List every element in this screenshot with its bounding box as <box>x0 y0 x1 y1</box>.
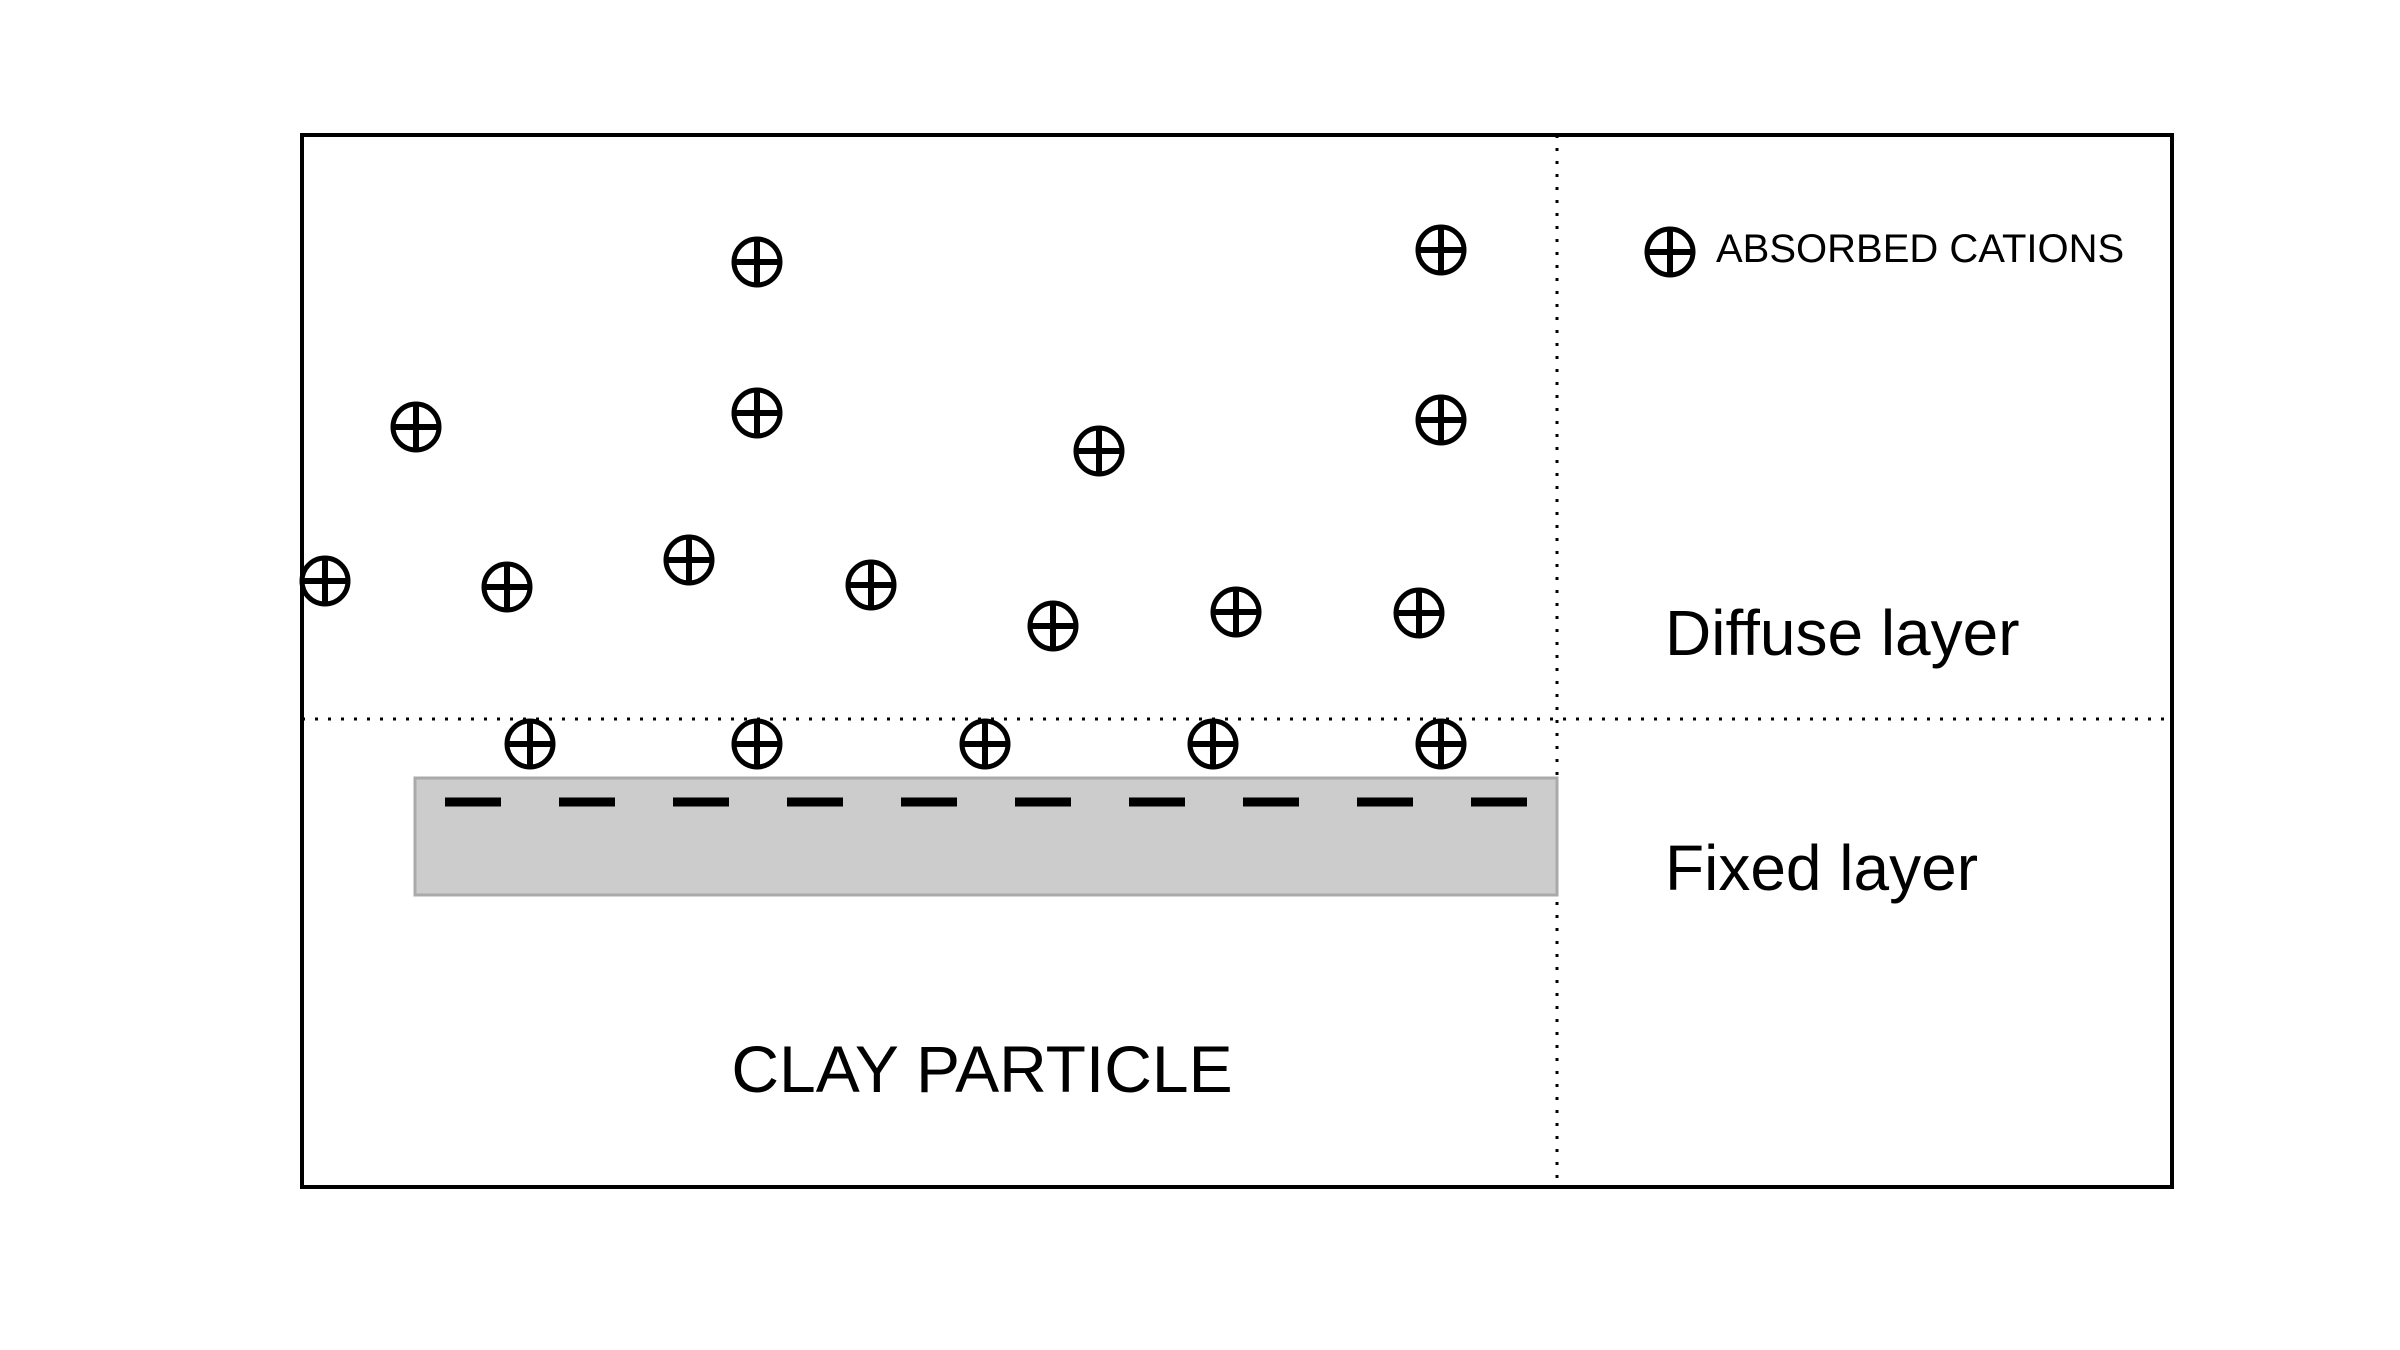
diagram-frame <box>300 133 2174 1189</box>
legend-cation-icon <box>1644 226 1696 278</box>
cation-plus-icon <box>731 387 783 439</box>
cation-plus-icon <box>481 561 533 613</box>
clay-particle-rect <box>413 776 1559 897</box>
cation-plus-icon <box>390 401 442 453</box>
diffuse-layer-label: Diffuse layer <box>1665 597 2020 669</box>
cation-plus-icon <box>299 555 351 607</box>
legend: ABSORBED CATIONS <box>1644 226 2124 278</box>
cation-plus-icon <box>731 236 783 288</box>
cation-plus-icon <box>1073 425 1125 477</box>
cation-plus-icon <box>1415 394 1467 446</box>
cation-plus-icon <box>504 718 556 770</box>
cation-plus-icon <box>959 718 1011 770</box>
cation-plus-icon <box>1210 586 1262 638</box>
cation-plus-icon <box>1187 718 1239 770</box>
cation-plus-icon <box>1644 226 1696 278</box>
cation-plus-icon <box>663 534 715 586</box>
cation-plus-icon <box>1027 600 1079 652</box>
cation-plus-icon <box>1415 224 1467 276</box>
cation-plus-icon <box>1415 718 1467 770</box>
diffuse-cations <box>299 224 1467 652</box>
cation-plus-icon <box>1393 587 1445 639</box>
clay-particle-label: CLAY PARTICLE <box>731 1032 1232 1106</box>
fixed-layer-label: Fixed layer <box>1665 832 1978 904</box>
legend-label: ABSORBED CATIONS <box>1716 227 2124 271</box>
cation-plus-icon <box>845 559 897 611</box>
fixed-cations <box>504 718 1467 770</box>
cation-plus-icon <box>731 718 783 770</box>
